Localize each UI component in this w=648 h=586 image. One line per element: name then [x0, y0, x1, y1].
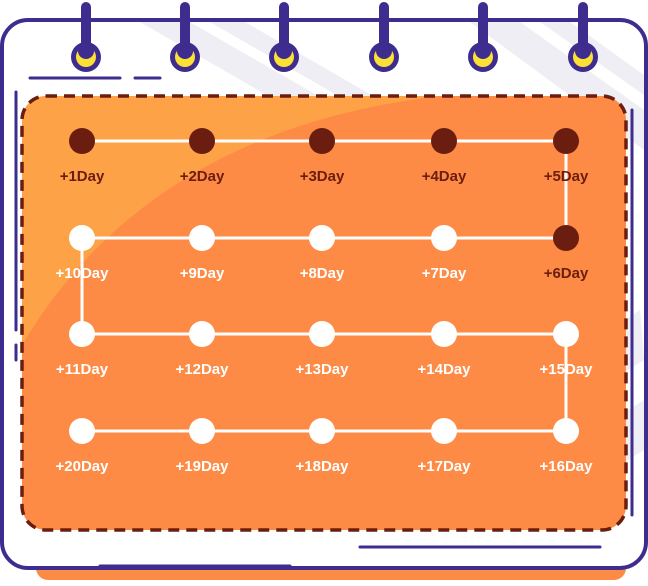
- binder-ring: [568, 2, 598, 72]
- day-dot: [553, 418, 579, 444]
- day-label: +7Day: [421, 265, 467, 282]
- day-dot: [309, 225, 335, 251]
- day-dot: [189, 418, 215, 444]
- page-decor-lines: [14, 76, 634, 568]
- day-dot: [553, 128, 579, 154]
- day-dot: [69, 321, 95, 347]
- day-label: +2Day: [179, 168, 225, 185]
- binder-ring: [369, 2, 399, 72]
- day-label: +18Day: [295, 458, 349, 475]
- day-label: +19Day: [175, 458, 229, 475]
- binder-rings: [71, 2, 598, 72]
- day-label: +6Day: [543, 265, 589, 282]
- day-dot: [431, 225, 457, 251]
- day-label: +10Day: [55, 265, 109, 282]
- day-dot: [189, 321, 215, 347]
- day-dot: [69, 418, 95, 444]
- day-dot: [309, 418, 335, 444]
- day-label: +4Day: [421, 168, 467, 185]
- day-label: +3Day: [299, 168, 345, 185]
- day-label: +17Day: [417, 458, 471, 475]
- day-label: +12Day: [175, 361, 229, 378]
- panel-dashed-border: [20, 94, 628, 532]
- day-dot: [189, 128, 215, 154]
- binder-ring: [71, 2, 101, 72]
- day-label: +20Day: [55, 458, 109, 475]
- day-label: +13Day: [295, 361, 349, 378]
- day-label: +15Day: [539, 361, 593, 378]
- day-label: +8Day: [299, 265, 345, 282]
- day-label: +5Day: [543, 168, 589, 185]
- day-dot: [431, 321, 457, 347]
- day-label: +16Day: [539, 458, 593, 475]
- day-label: +1Day: [59, 168, 105, 185]
- day-dot: [309, 128, 335, 154]
- day-dot: [189, 225, 215, 251]
- binder-ring: [269, 2, 299, 72]
- day-dot: [69, 225, 95, 251]
- day-dot: [69, 128, 95, 154]
- day-dots: [69, 128, 579, 444]
- day-dot: [431, 418, 457, 444]
- day-label: +14Day: [417, 361, 471, 378]
- day-dot: [553, 321, 579, 347]
- day-dot: [553, 225, 579, 251]
- binder-ring: [468, 2, 498, 72]
- day-label: +9Day: [179, 265, 225, 282]
- day-label: +11Day: [55, 361, 109, 378]
- day-dot: [309, 321, 335, 347]
- day-dot: [431, 128, 457, 154]
- progress-path: [80, 139, 568, 433]
- binder-ring: [170, 2, 200, 72]
- panel-fill: [22, 96, 626, 530]
